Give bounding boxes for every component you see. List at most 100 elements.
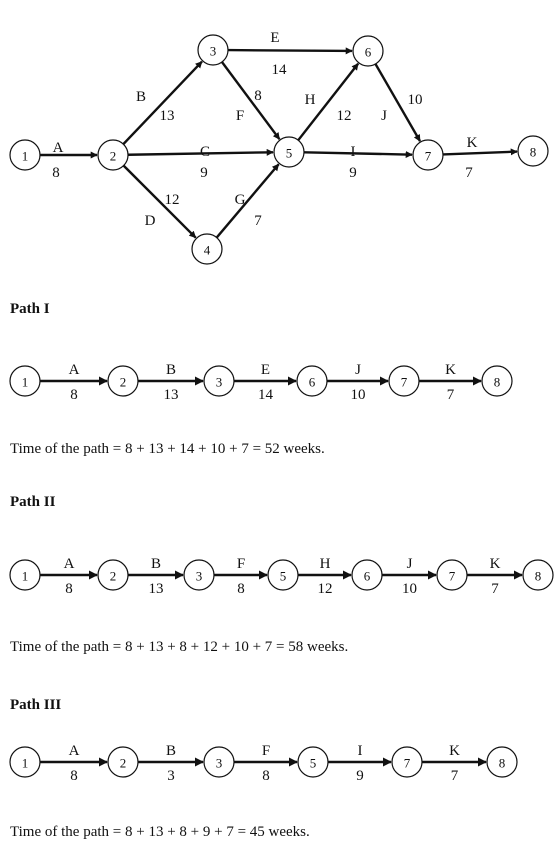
node-label: 7 [404, 756, 411, 771]
duration-label: 8 [262, 768, 270, 784]
edge-7-8: K7 [442, 135, 518, 181]
duration-label: 3 [167, 768, 175, 784]
edge-5-6: H12 [297, 62, 360, 141]
edge-3-6: E14 [227, 30, 353, 78]
duration-label: 9 [356, 768, 364, 784]
path-3-node-3: 3 [203, 746, 235, 778]
path-2-node-7: 7 [436, 559, 468, 591]
node-label: 8 [494, 375, 501, 390]
duration-label: 14 [258, 387, 274, 403]
node-label: 5 [310, 756, 317, 771]
activity-label: K [449, 743, 460, 759]
node-label: 2 [120, 756, 127, 771]
path-3-caption: Time of the path = 8 + 13 + 8 + 9 + 7 = … [10, 824, 310, 840]
duration-label: 8 [70, 387, 78, 403]
activity-label: H [305, 92, 316, 108]
path-2-caption: Time of the path = 8 + 13 + 8 + 12 + 10 … [10, 639, 349, 655]
path-2-heading: Path II [10, 494, 56, 510]
duration-label: 12 [165, 192, 180, 208]
activity-label: A [64, 556, 75, 572]
activity-label: B [136, 89, 146, 105]
activity-label: B [166, 362, 176, 378]
node-label: 4 [204, 243, 211, 258]
node-5: 5 [273, 136, 305, 168]
path-2-node-2: 2 [97, 559, 129, 591]
node-label: 1 [22, 375, 29, 390]
activity-label: E [270, 30, 279, 46]
duration-label: 8 [237, 581, 245, 597]
activity-label: D [145, 213, 156, 229]
duration-label: 7 [451, 768, 459, 784]
node-label: 2 [120, 375, 127, 390]
edge-2-3: B13 [122, 60, 203, 145]
path-1-node-8: 8 [481, 365, 513, 397]
path-1-edge: K7 [419, 362, 482, 403]
path-1-heading: Path I [10, 301, 50, 317]
edge-4-5: G7 [215, 163, 280, 239]
node-label: 8 [535, 569, 542, 584]
node-label: 8 [530, 145, 537, 160]
path-3-heading: Path III [10, 697, 62, 713]
path-3-node-1: 1 [9, 746, 41, 778]
path-3-node-7: 7 [391, 746, 423, 778]
node-8: 8 [517, 135, 549, 167]
path-2-node-1: 1 [9, 559, 41, 591]
node-7: 7 [412, 139, 444, 171]
path-3-edge: B3 [138, 743, 204, 784]
node-label: 1 [22, 149, 29, 164]
path-3-edge: A8 [40, 743, 108, 784]
activity-label: J [355, 362, 361, 378]
path-3-edge: F8 [234, 743, 298, 784]
duration-label: 9 [200, 165, 208, 181]
edge-3-5: F8 [220, 61, 281, 140]
activity-label: A [53, 140, 64, 156]
edge-2-4: D 12 [122, 164, 197, 239]
edge-6-7: J10 [374, 63, 423, 142]
path-1-node-3: 3 [203, 365, 235, 397]
activity-label: J [407, 556, 413, 572]
path-2-edge: J10 [382, 556, 437, 597]
duration-label: 8 [70, 768, 78, 784]
path-1-node-2: 2 [107, 365, 139, 397]
activity-label: I [351, 144, 356, 160]
duration-label: 9 [349, 165, 357, 181]
node-label: 5 [280, 569, 287, 584]
duration-label: 8 [52, 165, 60, 181]
path-2-node-3: 3 [183, 559, 215, 591]
activity-label: A [69, 743, 80, 759]
path-2-edge: B13 [128, 556, 184, 597]
node-label: 6 [365, 45, 372, 60]
path-2-edge: H 12 [298, 556, 352, 597]
path-3-node-5: 5 [297, 746, 329, 778]
path-1-node-1: 1 [9, 365, 41, 397]
node-label: 7 [449, 569, 456, 584]
path-1-edge: A8 [40, 362, 108, 403]
duration-label: 13 [164, 387, 179, 403]
path-3-node-8: 8 [486, 746, 518, 778]
activity-label: H [320, 556, 331, 572]
node-label: 1 [22, 569, 29, 584]
path-2-edge: K7 [467, 556, 523, 597]
activity-label: E [261, 362, 270, 378]
activity-label: K [445, 362, 456, 378]
edge-2-5: C9 [127, 144, 274, 181]
path-1-caption: Time of the path = 8 + 13 + 14 + 10 + 7 … [10, 441, 325, 457]
duration-label: 10 [351, 387, 366, 403]
duration-label: 7 [254, 213, 262, 229]
path-1-edge: B 13 [138, 362, 204, 403]
activity-label: K [490, 556, 501, 572]
node-label: 3 [196, 569, 203, 584]
duration-label: 10 [408, 92, 423, 108]
node-label: 7 [425, 149, 432, 164]
node-label: 3 [216, 375, 223, 390]
path-2-edge: F8 [214, 556, 268, 597]
activity-label: C [200, 144, 210, 160]
path-2-node-6: 6 [351, 559, 383, 591]
activity-label: F [262, 743, 270, 759]
duration-label: 12 [318, 581, 333, 597]
